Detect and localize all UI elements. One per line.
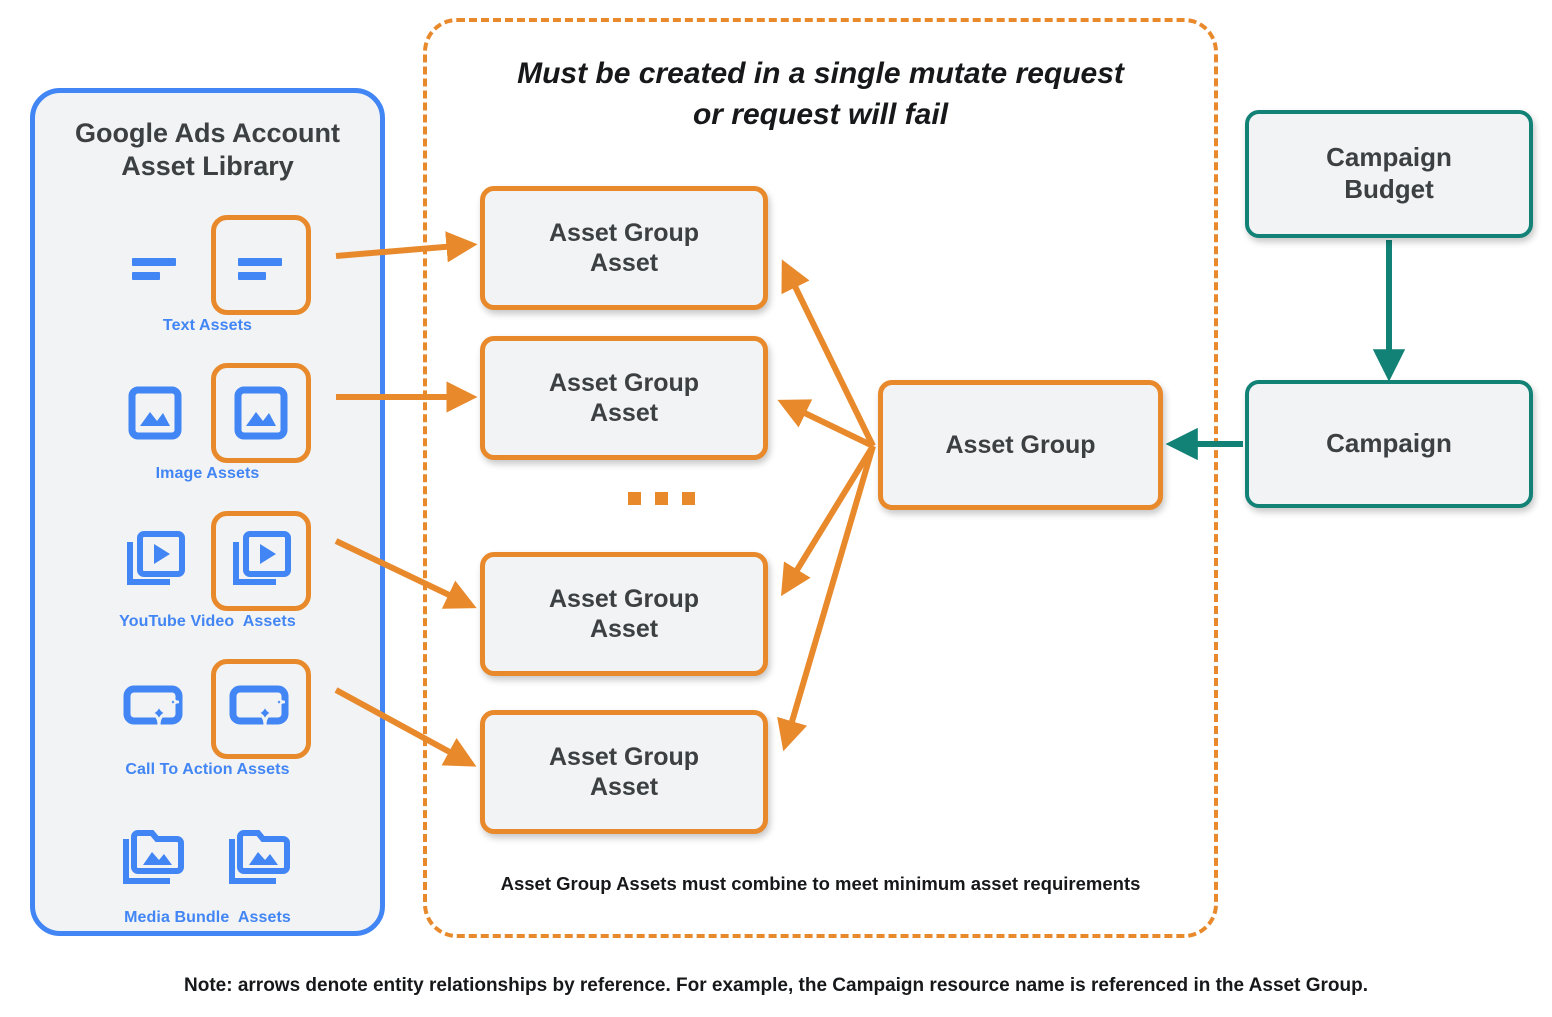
text-asset-icon [105,215,205,315]
asset-caption: Call To Action Assets [125,761,290,778]
campaign-budget-node[interactable]: Campaign Budget [1245,110,1533,238]
asset-caption: Image Assets [155,465,260,482]
ellipsis-dot [655,492,668,505]
image-asset-icon [105,363,205,463]
video-asset-icon-selected[interactable] [210,511,311,611]
campaign-node[interactable]: Campaign [1245,380,1533,508]
asset-caption: YouTube Video Assets [119,613,296,630]
image-asset-icon-selected[interactable] [210,363,311,463]
text-asset-icon-selected[interactable] [210,215,311,315]
media-bundle-icon-second [211,807,311,907]
call-to-action-icon-selected[interactable] [210,659,311,759]
asset-group-asset-node-3[interactable]: Asset Group Asset [480,552,768,676]
ellipsis-dot [682,492,695,505]
ellipsis-dot [628,492,641,505]
asset-group-asset-node-1[interactable]: Asset Group Asset [480,186,768,310]
asset-group-node[interactable]: Asset Group [878,380,1163,510]
media-bundle-icon [105,807,205,907]
asset-row-text[interactable]: Text Assets [35,215,380,363]
asset-caption: Text Assets [162,317,253,334]
library-title: Google Ads Account Asset Library [74,118,340,181]
icon-pair [105,511,311,611]
ellipsis-indicator [628,492,695,505]
asset-row-image[interactable]: Image Assets [35,363,380,511]
asset-type-list: Text Assets [35,215,380,955]
asset-library-panel: Google Ads Account Asset Library [30,88,385,936]
asset-group-asset-node-4[interactable]: Asset Group Asset [480,710,768,834]
asset-row-video[interactable]: YouTube Video Assets [35,511,380,659]
asset-caption: Media Bundle Assets [124,909,291,926]
mutate-request-container [423,18,1218,938]
asset-row-media-bundle[interactable]: Media Bundle Assets [35,807,380,955]
mutate-request-footnote: Asset Group Assets must combine to meet … [500,873,1141,894]
call-to-action-icon [105,659,205,759]
asset-row-cta[interactable]: Call To Action Assets [35,659,380,807]
icon-pair [105,807,311,907]
icon-pair [105,363,311,463]
asset-group-asset-node-2[interactable]: Asset Group Asset [480,336,768,460]
bottom-note: Note: arrows denote entity relationships… [184,975,1368,996]
icon-pair [105,215,311,315]
icon-pair [105,659,311,759]
mutate-request-header: Must be created in a single mutate reque… [517,57,1124,131]
video-asset-icon [105,511,205,611]
